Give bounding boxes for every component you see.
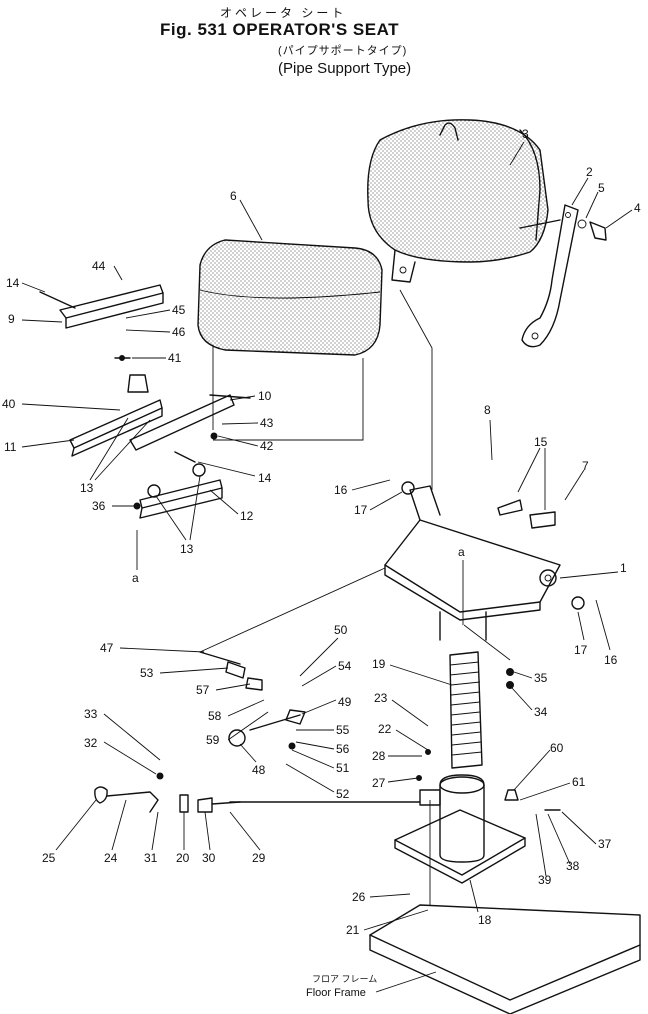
callout-51: 51: [336, 761, 350, 775]
callout-24: 24: [104, 851, 118, 865]
callout-35: 35: [534, 671, 548, 685]
floor-frame-kana: フロア フレーム: [312, 974, 377, 984]
callout-39: 39: [538, 873, 552, 887]
callout-6: 6: [230, 189, 237, 203]
callout-33: 33: [84, 707, 98, 721]
callout-44: 44: [92, 259, 106, 273]
callout-18: 18: [478, 913, 492, 927]
ref-a-lower: a: [132, 571, 139, 585]
ref-a-upper: a: [458, 545, 465, 559]
seat-cushion: [197, 239, 383, 356]
callout-59: 59: [206, 733, 220, 747]
callout-46: 46: [172, 325, 186, 339]
callout-9: 9: [8, 312, 15, 326]
callout-1: 1: [620, 561, 627, 575]
callout-60: 60: [550, 741, 564, 755]
callout-58: 58: [208, 709, 222, 723]
callout-52: 52: [336, 787, 350, 801]
callout-29: 29: [252, 851, 266, 865]
fasteners: [133, 432, 585, 811]
floor-frame: [369, 904, 641, 1014]
pedestal-base: [394, 774, 526, 884]
callout-54: 54: [338, 659, 352, 673]
callout-13b: 13: [180, 542, 194, 556]
slide-rails: [39, 284, 251, 519]
floor-frame-text: Floor Frame: [306, 987, 366, 999]
callout-56: 56: [336, 742, 350, 756]
callout-17a: 17: [354, 503, 368, 517]
bellows: [449, 651, 483, 769]
assembly-lines: [199, 289, 511, 905]
figure-title: Fig. 531 OPERATOR'S SEAT: [160, 20, 399, 39]
subtitle-kana: (パイプサポートタイプ): [278, 45, 408, 57]
backrest: [367, 119, 561, 283]
callout-23: 23: [374, 691, 388, 705]
callout-32: 32: [84, 736, 98, 750]
callout-37: 37: [598, 837, 612, 851]
backrest-bracket: [521, 204, 607, 348]
callout-42: 42: [260, 439, 274, 453]
callout-22: 22: [378, 722, 392, 736]
figure-subtitle: (Pipe Support Type): [278, 60, 412, 77]
callout-12: 12: [240, 509, 254, 523]
callout-27: 27: [372, 776, 386, 790]
callout-17b: 17: [574, 643, 588, 657]
callout-49: 49: [338, 695, 352, 709]
callout-10: 10: [258, 389, 272, 403]
callout-11: 11: [4, 440, 17, 454]
title-kana: オペレータ シート: [220, 6, 347, 20]
callout-16b: 16: [604, 653, 618, 667]
callout-2: 2: [586, 165, 593, 179]
callout-13a: 13: [80, 481, 94, 495]
callout-20: 20: [176, 851, 190, 865]
callout-50: 50: [334, 623, 348, 637]
callout-8: 8: [484, 403, 491, 417]
callouts: 1 2 3 4 5 6 7 8 9 10 11 12 13 13 14 14 1…: [2, 127, 641, 937]
control-lever: [94, 651, 421, 813]
callout-36: 36: [92, 499, 106, 513]
callout-45: 45: [172, 303, 186, 317]
floor-frame-label: フロア フレーム Floor Frame: [306, 971, 437, 999]
callout-48: 48: [252, 763, 266, 777]
callout-5: 5: [598, 181, 605, 195]
callout-47: 47: [100, 641, 114, 655]
callout-57: 57: [196, 683, 210, 697]
callout-7: 7: [582, 459, 589, 473]
callout-16a: 16: [334, 483, 348, 497]
callout-3: 3: [522, 127, 529, 141]
callout-26: 26: [352, 890, 366, 904]
callout-31: 31: [144, 851, 158, 865]
callout-19: 19: [372, 657, 386, 671]
callout-25: 25: [42, 851, 56, 865]
callout-14b: 14: [258, 471, 272, 485]
callout-61: 61: [572, 775, 586, 789]
callout-14a: 14: [6, 276, 20, 290]
callout-30: 30: [202, 851, 216, 865]
callout-40: 40: [2, 397, 16, 411]
callout-38: 38: [566, 859, 580, 873]
callout-21: 21: [346, 923, 360, 937]
callout-34: 34: [534, 705, 548, 719]
callout-28: 28: [372, 749, 386, 763]
callout-15: 15: [534, 435, 548, 449]
seat-support-frame: [384, 485, 561, 641]
callout-4: 4: [634, 201, 641, 215]
callout-43: 43: [260, 416, 274, 430]
callout-55: 55: [336, 723, 350, 737]
callout-41: 41: [168, 351, 182, 365]
callout-53: 53: [140, 666, 154, 680]
